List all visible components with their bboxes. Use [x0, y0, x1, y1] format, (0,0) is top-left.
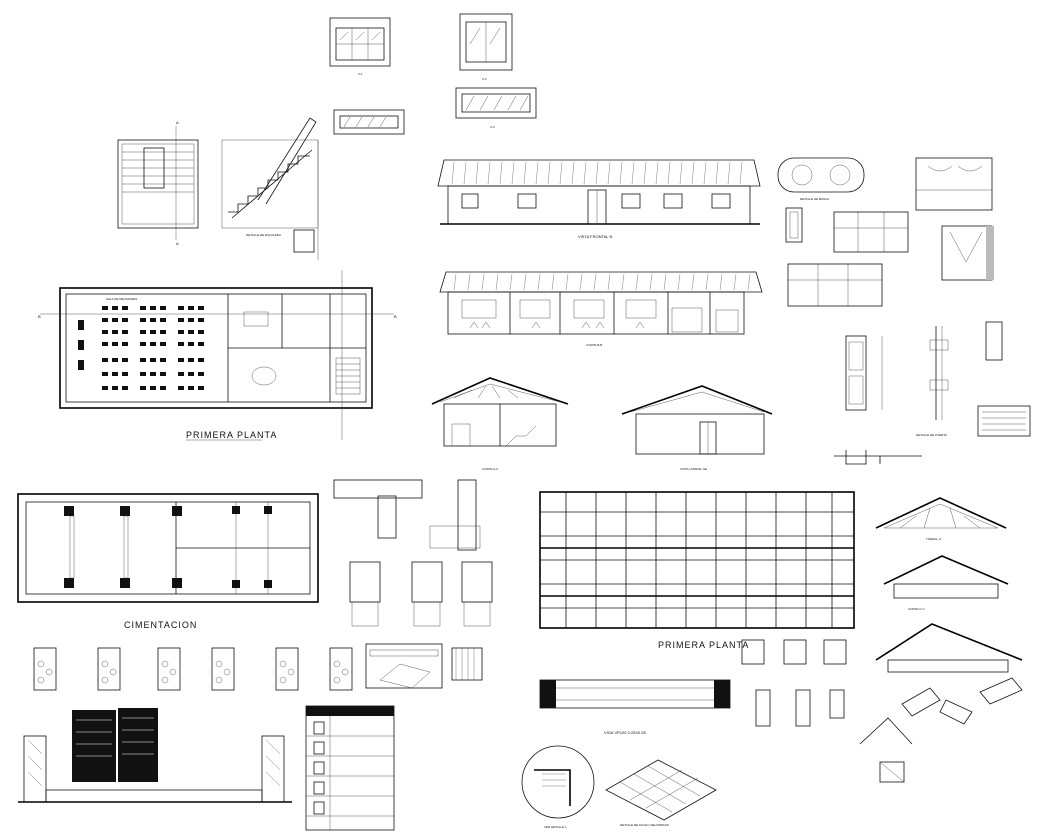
lateral-view: VISTA LATERAL SE — [621, 385, 773, 471]
ceiling-detail: DETALLE DE FALSO CIELORRASO — [605, 759, 717, 827]
roof-connection-details — [859, 677, 1023, 783]
stair-plan: A A — [117, 120, 199, 246]
bottom-wall-section — [18, 735, 292, 803]
window-v1-label: V-1 — [358, 72, 363, 76]
section-aa: CORTE A-A — [431, 377, 569, 471]
first-floor-grid: PRIMERA PLANTA — [539, 491, 855, 650]
front-elevation-title: VISTA FRONTAL N — [578, 234, 612, 239]
column-details — [333, 479, 493, 627]
section-aa-title: CORTE A-A — [482, 467, 498, 471]
front-elevation: VISTA FRONTAL N — [437, 159, 761, 239]
window-v3-label: V-3 — [490, 125, 495, 129]
foundation-plan: CIMENTACION — [17, 493, 319, 630]
lavatory-detail — [915, 157, 994, 281]
plan-axis-b-left: B — [38, 314, 41, 319]
ceiling-detail-label: DETALLE DE FALSO CIELORRASO — [620, 823, 670, 827]
door-detail-label: DETALLE DE PUERTA — [916, 433, 947, 437]
spec-table-left — [72, 708, 158, 782]
beam-title: VIGA VP100 0.25X0.55 — [604, 730, 647, 735]
foundation-plan-title: CIMENTACION — [124, 620, 197, 630]
first-floor-plan-top: B B SALA DE REUNIONES PRIMERA PLANTA — [38, 270, 397, 441]
beam-vp100: VIGA VP100 0.25X0.55 — [539, 639, 847, 735]
stair-section: DETALLE DE ESCALERA — [221, 117, 319, 260]
stair-axis-a-bottom: A — [176, 241, 179, 246]
spec-table-center — [305, 705, 395, 831]
bench-detail: DETALLE DE BANCA — [777, 157, 909, 307]
first-floor-top-title: PRIMERA PLANTA — [186, 430, 277, 440]
round-detail-label: VER DETALLE 1 — [544, 825, 567, 829]
section-bb: CORTE B-B — [439, 271, 763, 347]
stair-detail-label: DETALLE DE ESCALERA — [246, 233, 281, 237]
window-v2-label: V-2 — [482, 77, 487, 81]
stair-axis-a-top: A — [176, 120, 179, 125]
window-detail-v2: V-2 — [459, 13, 513, 81]
plan-meeting-room-label: SALA DE REUNIONES — [106, 297, 137, 301]
window-detail-v1: V-1 — [329, 17, 391, 76]
round-detail: VER DETALLE 1 — [521, 745, 595, 829]
truss-title: TIJERAL N — [926, 537, 941, 541]
plan-axis-b-right: B — [394, 314, 397, 319]
bench-detail-label: DETALLE DE BANCA — [800, 197, 829, 201]
window-detail-small — [333, 109, 405, 135]
truss-elevations: TIJERAL N CORTE C-C — [875, 497, 1023, 673]
section-bb-title: CORTE B-B — [586, 343, 602, 347]
lateral-view-title: VISTA LATERAL SE — [680, 467, 707, 471]
section-cc-title: CORTE C-C — [908, 607, 925, 611]
first-floor-bottom-title: PRIMERA PLANTA — [658, 640, 749, 650]
window-detail-v3: V-3 — [455, 87, 537, 129]
door-detail: DETALLE DE PUERTA — [834, 321, 1031, 465]
footing-details — [33, 643, 483, 691]
